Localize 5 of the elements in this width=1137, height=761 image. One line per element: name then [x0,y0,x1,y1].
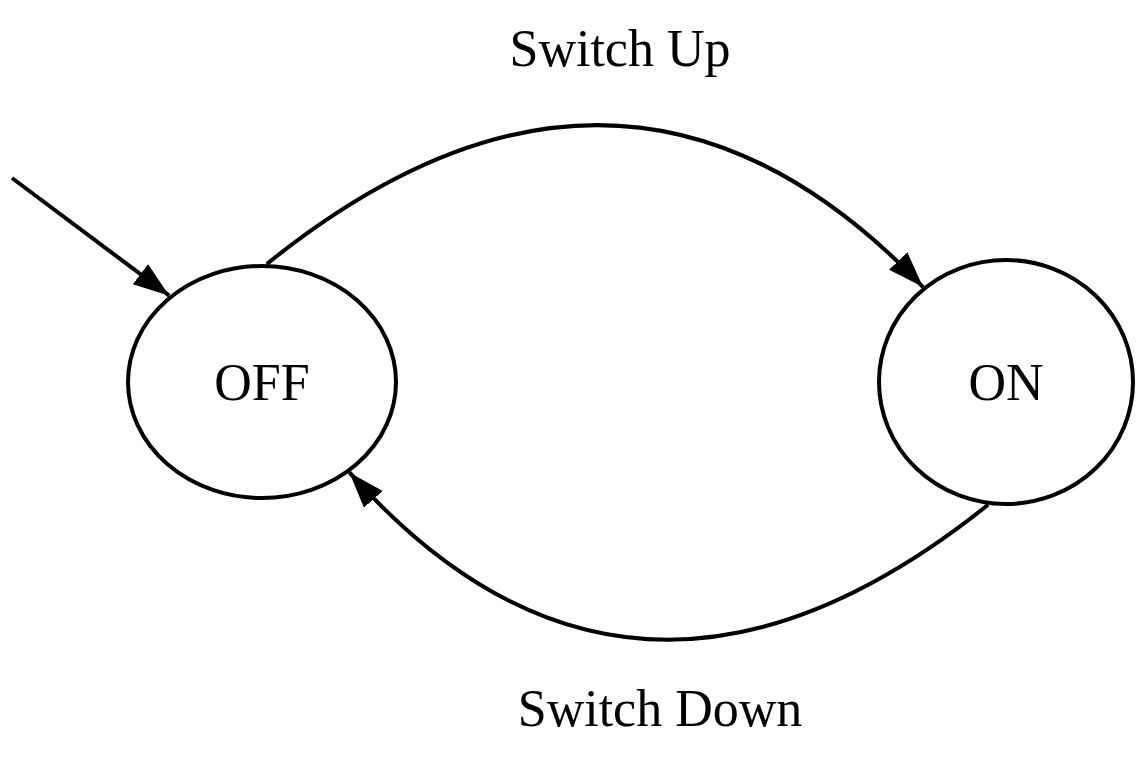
state-label: OFF [214,352,310,412]
transition-arrow [10,176,171,298]
state-label: ON [968,352,1044,412]
transition-arrow [348,471,990,642]
transition-arrow [265,123,925,289]
